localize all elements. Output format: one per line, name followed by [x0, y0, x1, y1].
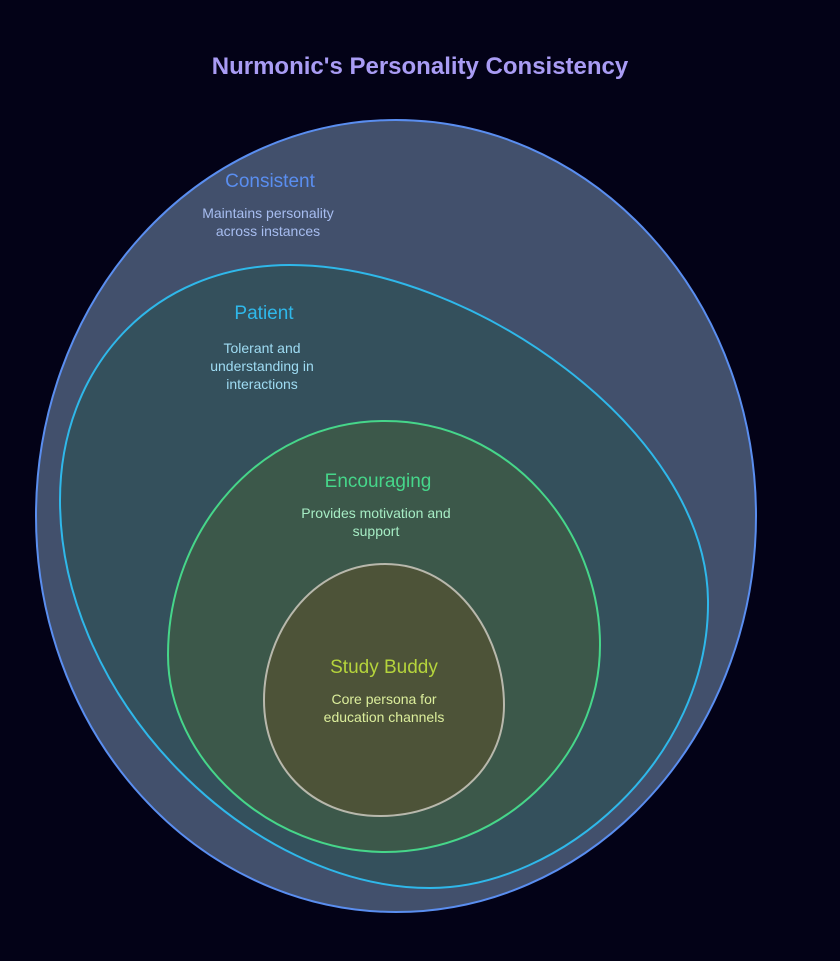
- layer-study-buddy: Study Buddy Core persona for education c…: [262, 562, 506, 818]
- diagram-title: Nurmonic's Personality Consistency: [212, 53, 629, 80]
- layer-consistent-title: Consistent: [225, 171, 315, 192]
- layer-study-buddy-shape: [262, 562, 506, 818]
- layer-patient-desc-line: understanding in: [210, 358, 314, 374]
- layer-consistent-desc-line: across instances: [216, 223, 320, 239]
- layer-consistent-desc-line: Maintains personality: [202, 205, 334, 221]
- layer-encouraging-title: Encouraging: [325, 471, 432, 492]
- layer-patient-title: Patient: [234, 303, 294, 324]
- layer-encouraging-desc-line: support: [353, 523, 400, 539]
- layer-study-buddy-desc-line: Core persona for: [331, 691, 436, 707]
- layer-patient-desc-line: Tolerant and: [223, 340, 300, 356]
- layer-encouraging-desc-line: Provides motivation and: [301, 505, 450, 521]
- layer-study-buddy-desc-line: education channels: [324, 709, 445, 725]
- layer-patient-desc-line: interactions: [226, 376, 298, 392]
- layer-study-buddy-title: Study Buddy: [330, 657, 438, 678]
